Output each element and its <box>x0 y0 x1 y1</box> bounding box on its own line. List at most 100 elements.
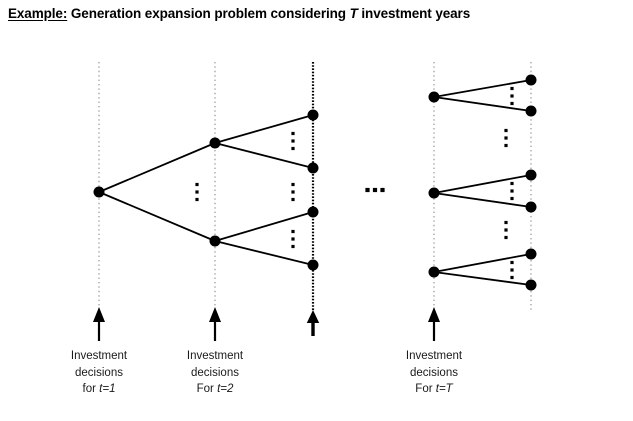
vdots-stageT-group1-dot-1 <box>510 86 514 91</box>
vdots-stageT-group1 <box>510 86 514 106</box>
vdots-stageT-group2-dot-2 <box>510 189 514 193</box>
vdots-stage3-lower-dot-1 <box>291 229 295 234</box>
tree-edge-n1b-n2d <box>214 240 314 266</box>
tree-node-n2d <box>307 259 319 271</box>
label-stage-1: Investment decisions for t=1 <box>19 348 179 398</box>
tree-node-p1 <box>428 91 440 103</box>
tree-edge-n1a-n2a <box>214 114 314 144</box>
tree-edge-p2-l2b <box>433 192 532 208</box>
vdots-stage2-middle-dot-2 <box>195 190 199 194</box>
title-prefix: Example: <box>8 6 68 21</box>
vdots-stageT-between-2-3 <box>504 220 508 240</box>
horizontal-ellipsis-dot-3 <box>380 187 385 193</box>
tree-node-p3 <box>428 266 440 278</box>
tree-edge-n1a-n2b <box>214 142 314 169</box>
arrow-stage-1-head <box>93 307 105 322</box>
tree-node-l1a <box>525 74 537 86</box>
horizontal-ellipsis <box>365 187 385 193</box>
vdots-stage3-upper <box>291 131 295 151</box>
stage-arrows-group <box>93 307 440 341</box>
arrow-stage-T-head <box>428 307 440 322</box>
label-stage-1-line-3: for t=1 <box>82 383 116 395</box>
vdots-stage3-upper-dot-2 <box>291 139 295 143</box>
vdots-stageT-group2-dot-1 <box>510 181 514 186</box>
tree-edge-p1-l1a <box>433 79 532 98</box>
vdots-stageT-between-2-3-dot-2 <box>504 228 508 232</box>
arrow-stage-3 <box>306 310 320 336</box>
tree-edge-n0-n1a <box>98 142 216 193</box>
vdots-stageT-between-2-3-dot-3 <box>504 235 508 240</box>
tree-node-l2b <box>525 201 537 213</box>
vdots-stage3-middle <box>291 182 295 202</box>
label-stage-T-line-1: Investment <box>405 350 463 362</box>
vdots-stage3-middle-dot-2 <box>291 190 295 194</box>
tree-node-l2a <box>525 169 537 181</box>
vdots-stage2-middle <box>195 182 199 202</box>
vdots-stageT-between-1-2-dot-1 <box>504 128 508 133</box>
arrow-stage-2-head <box>209 307 221 322</box>
tree-edge-p2-l2a <box>433 174 532 194</box>
vdots-stageT-group2 <box>510 181 514 201</box>
tree-node-l3b <box>525 279 537 291</box>
vdots-stageT-group2-dot-3 <box>510 196 514 201</box>
vdots-stageT-group3-dot-2 <box>510 268 514 272</box>
tree-node-n1b <box>209 235 221 247</box>
tree-node-l1b <box>525 105 537 117</box>
tree-edge-p1-l1b <box>433 96 532 112</box>
tree-nodes-group <box>93 74 537 291</box>
vdots-stageT-between-1-2-dot-2 <box>504 136 508 140</box>
vdots-stageT-group3-dot-1 <box>510 260 514 265</box>
vdots-stageT-group1-dot-2 <box>510 94 514 98</box>
arrow-stage-2 <box>209 307 221 341</box>
tree-node-n2c <box>307 206 319 218</box>
vdots-stageT-between-1-2 <box>504 128 508 148</box>
vdots-stageT-between-2-3-dot-1 <box>504 220 508 225</box>
vdots-stage3-middle-dot-3 <box>291 197 295 202</box>
label-stage-1-line-1: Investment <box>70 350 128 362</box>
label-stage-T-variable: t=T <box>435 383 453 395</box>
label-stage-2-line-3: For t=2 <box>196 383 234 395</box>
vdots-stageT-group3-dot-3 <box>510 275 514 280</box>
title-variable-T: T <box>349 6 358 21</box>
vdots-stage3-lower-dot-2 <box>291 237 295 241</box>
tree-edge-n0-n1b <box>98 191 216 242</box>
vdots-stageT-group3 <box>510 260 514 280</box>
tree-node-p2 <box>428 187 440 199</box>
ellipsis-group <box>195 86 514 280</box>
vdots-stage3-middle-dot-1 <box>291 182 295 187</box>
vdots-stage2-middle-dot-3 <box>195 197 199 202</box>
vdots-stage3-lower <box>291 229 295 249</box>
tree-node-l3a <box>525 248 537 260</box>
title-text-before-variable: Generation expansion problem considering <box>67 6 350 21</box>
vdots-stage3-upper-dot-3 <box>291 146 295 151</box>
horizontal-ellipsis-dot-1 <box>365 187 370 193</box>
vdots-stage3-lower-dot-3 <box>291 244 295 249</box>
title-text-after-variable: investment years <box>357 6 471 21</box>
tree-node-n1a <box>209 137 221 149</box>
arrow-stage-T <box>428 307 440 341</box>
arrow-stage-3-head <box>306 310 320 323</box>
label-stage-2-line-1: Investment <box>186 350 244 362</box>
vdots-stage3-upper-dot-1 <box>291 131 295 136</box>
tree-edges-group <box>98 79 532 286</box>
tree-node-n2a <box>307 109 319 121</box>
label-stage-2-variable: t=2 <box>217 383 234 395</box>
label-stage-2-line-2: decisions <box>191 366 239 379</box>
tree-node-n2b <box>307 162 319 174</box>
tree-edge-n1b-n2c <box>214 211 314 242</box>
vdots-stage2-middle-dot-1 <box>195 182 199 187</box>
horizontal-ellipsis-dot-2 <box>372 187 378 193</box>
label-stage-T-line-2: decisions <box>410 366 458 379</box>
label-stage-T-line-3: For t=T <box>415 383 453 395</box>
page-title: Example: Generation expansion problem co… <box>8 6 470 21</box>
label-stage-1-variable: t=1 <box>99 383 116 395</box>
tree-node-n0 <box>93 186 105 198</box>
arrow-stage-1 <box>93 307 105 341</box>
vdots-stageT-between-1-2-dot-3 <box>504 143 508 148</box>
label-stage-1-line-2: decisions <box>75 366 123 379</box>
vdots-stageT-group1-dot-3 <box>510 101 514 106</box>
tree-edge-p3-l3a <box>433 253 532 273</box>
